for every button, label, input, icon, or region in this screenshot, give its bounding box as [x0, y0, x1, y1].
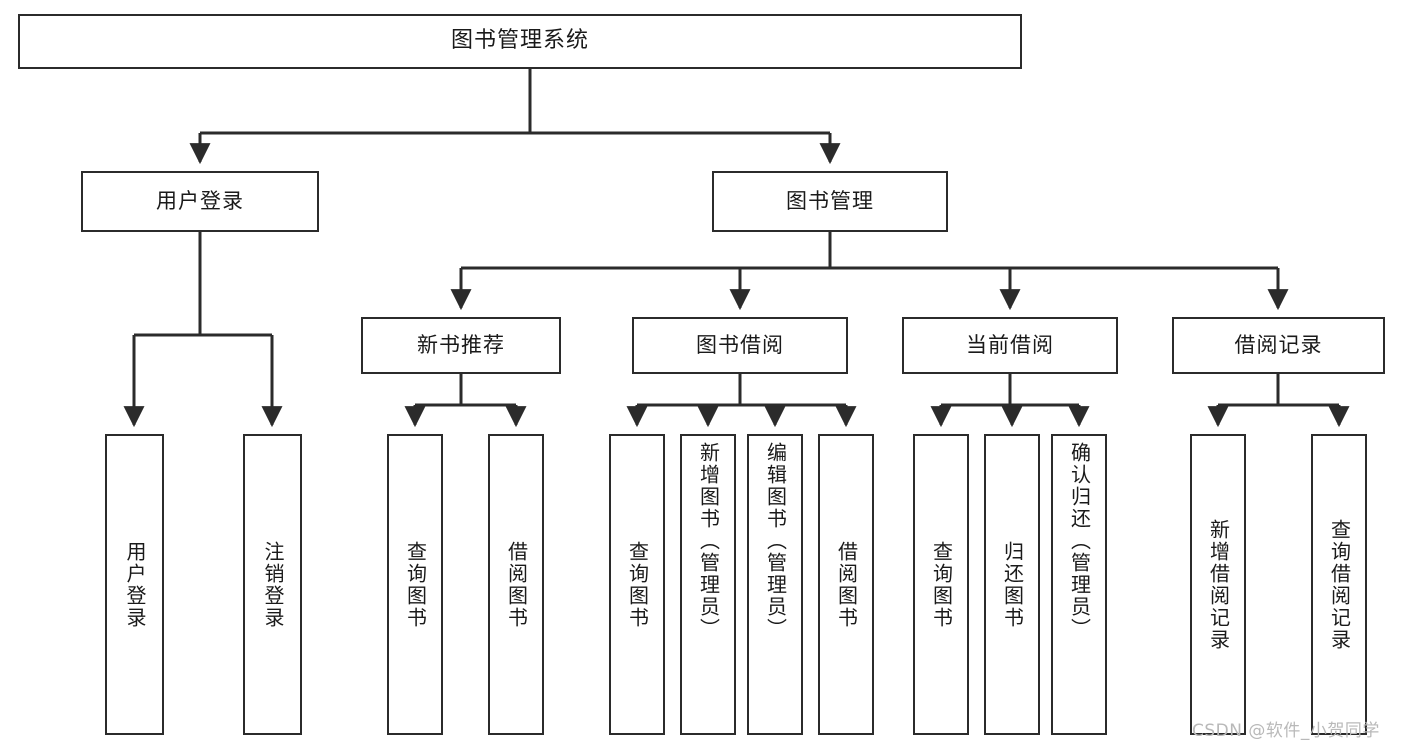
- node-book-management[interactable]: 图书管理: [712, 171, 948, 232]
- node-borrowing-record[interactable]: 借阅记录: [1172, 317, 1385, 374]
- leaf-logout[interactable]: 注销登录: [243, 434, 302, 735]
- leaf-edit-book-admin[interactable]: 编辑图书（管理员）: [747, 434, 803, 735]
- leaf-user-login[interactable]: 用户登录: [105, 434, 164, 735]
- leaf-add-borrow-record[interactable]: 新增借阅记录: [1190, 434, 1246, 735]
- node-new-book-recommendation[interactable]: 新书推荐: [361, 317, 561, 374]
- leaf-query-books-cb[interactable]: 查询图书: [913, 434, 969, 735]
- leaf-add-book-admin[interactable]: 新增图书（管理员）: [680, 434, 736, 735]
- leaf-query-books-bb[interactable]: 查询图书: [609, 434, 665, 735]
- leaf-query-books-nbr[interactable]: 查询图书: [387, 434, 443, 735]
- node-user-login[interactable]: 用户登录: [81, 171, 319, 232]
- watermark-text: CSDN @软件_小贺同学: [1192, 721, 1380, 741]
- leaf-confirm-return-admin[interactable]: 确认归还（管理员）: [1051, 434, 1107, 735]
- node-book-borrowing[interactable]: 图书借阅: [632, 317, 848, 374]
- leaf-borrow-books-bb[interactable]: 借阅图书: [818, 434, 874, 735]
- leaf-query-borrow-record[interactable]: 查询借阅记录: [1311, 434, 1367, 735]
- leaf-borrow-books-nbr[interactable]: 借阅图书: [488, 434, 544, 735]
- node-root[interactable]: 图书管理系统: [18, 14, 1022, 69]
- leaf-return-books[interactable]: 归还图书: [984, 434, 1040, 735]
- node-current-borrowing[interactable]: 当前借阅: [902, 317, 1118, 374]
